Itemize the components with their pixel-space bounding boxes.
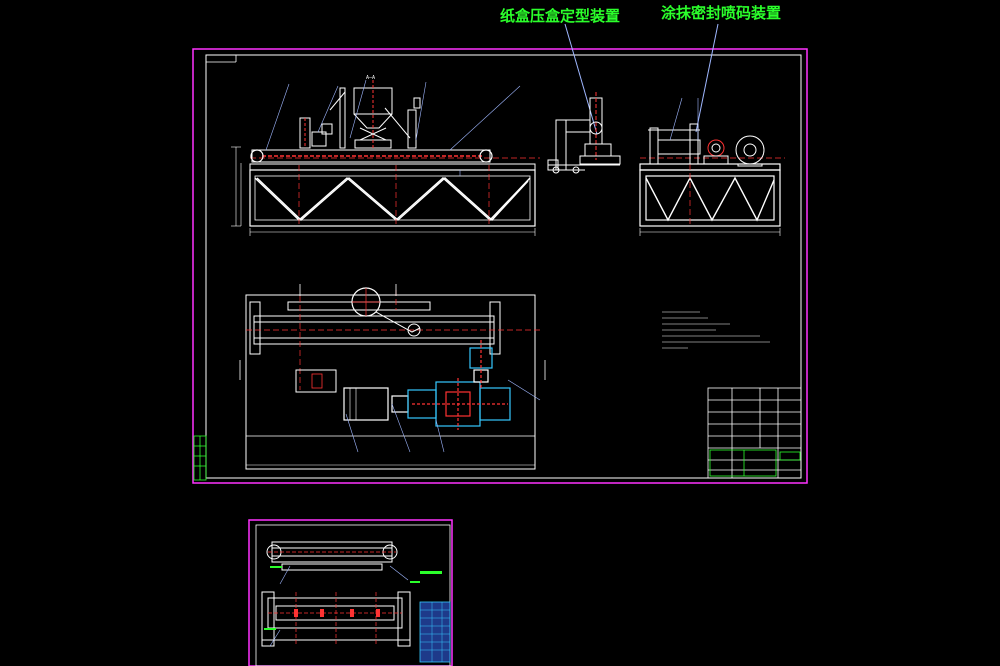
secondary-sheet <box>248 519 453 666</box>
plan-gear-reducer <box>391 340 511 430</box>
callout-leaders <box>564 23 719 135</box>
svg-text:A—A: A—A <box>366 75 375 81</box>
glue-seal-leader-line <box>695 23 719 133</box>
main-sheet-outer-border <box>192 48 808 484</box>
plan-motor-body <box>343 387 389 421</box>
main-sheet-inner-border <box>205 54 802 479</box>
glue-motor-circle <box>735 135 765 165</box>
plan-view <box>239 284 546 470</box>
glue-seal-print-unit-label: 涂抹密封喷码装置 <box>661 4 782 22</box>
front-hopper <box>353 80 393 149</box>
front-right-pulley <box>479 149 493 163</box>
carton-press-unit-label: 纸盒压盒定型装置 <box>500 7 621 25</box>
carton-press-leader-line <box>564 23 598 135</box>
front-elevation-view: A—A <box>231 75 540 236</box>
glue-seal-mechanism <box>648 123 765 167</box>
main-sheet <box>192 48 808 484</box>
front-press-station <box>299 117 333 149</box>
technical-notes-block <box>662 311 770 349</box>
secondary-title-table <box>419 601 451 663</box>
glue-seal-side-view <box>639 97 785 236</box>
carton-press-side-view <box>547 92 621 174</box>
secondary-sheet-border <box>248 519 453 666</box>
revision-strip <box>193 435 207 481</box>
title-block <box>707 387 802 479</box>
front-left-pulley <box>250 149 264 163</box>
plan-view-frame <box>245 294 536 470</box>
